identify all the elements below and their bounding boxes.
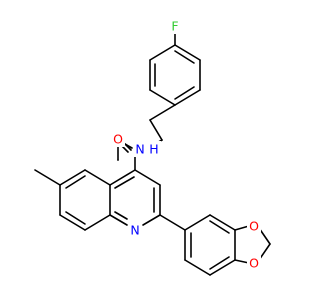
atom-nitrogen-amide: N [135, 142, 144, 157]
atom-fluorine: F [171, 19, 178, 34]
ethyl-linker [149, 104, 176, 141]
atom-nitrogen-ring: N [130, 223, 139, 238]
molecule-structure: F O N H N O O [34, 18, 271, 276]
quinoline-pyridine-ring [109, 169, 161, 226]
atom-oxygen-dioxole-bottom: O [249, 256, 259, 271]
atom-oxygen-carbonyl: O [113, 132, 123, 147]
benzodioxole-benzene-ring [184, 214, 236, 276]
atom-hydrogen-amide: H [149, 142, 158, 157]
quinoline-benzo-ring [59, 169, 111, 231]
bond-methyl [34, 169, 61, 186]
atom-oxygen-dioxole-top: O [249, 219, 259, 234]
fluorophenyl-ring [149, 44, 201, 106]
bond-aryl [159, 214, 186, 231]
